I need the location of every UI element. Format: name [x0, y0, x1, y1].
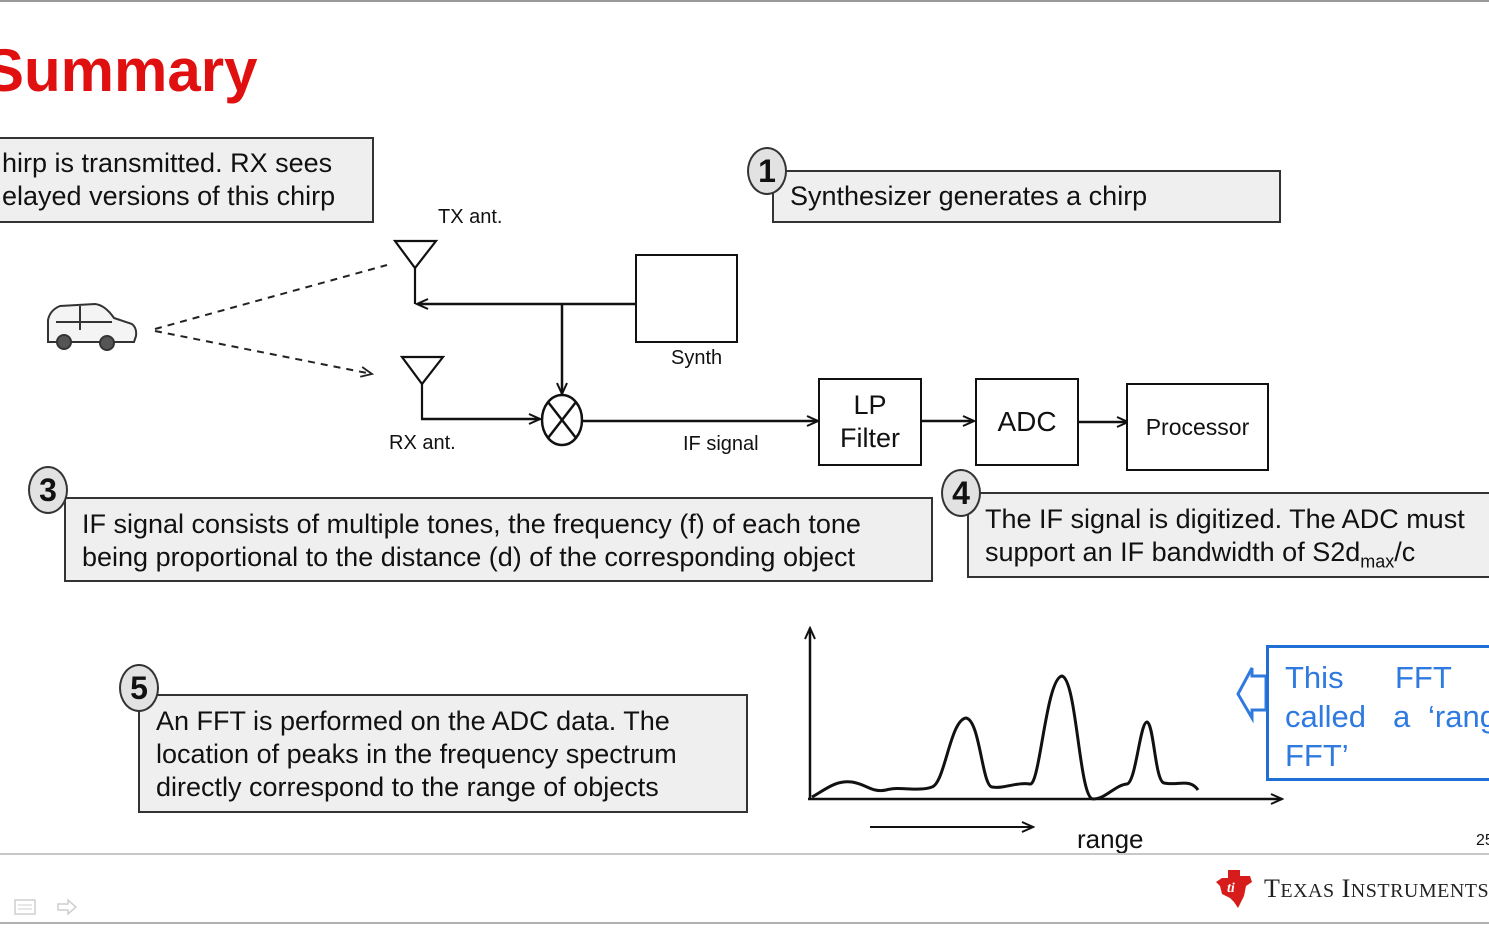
- rx-antenna-icon: [399, 355, 446, 419]
- ti-wordmark-i: I: [1341, 874, 1351, 903]
- ti-wordmark-t: T: [1264, 874, 1281, 903]
- ti-wordmark: TEXAS INSTRUMENTS: [1264, 874, 1489, 904]
- bottom-border: [0, 922, 1489, 924]
- step4-box: The IF signal is digitized. The ADC must…: [967, 492, 1489, 578]
- lp-filter-block: LP Filter: [818, 378, 922, 466]
- page-title: Summary: [0, 37, 258, 104]
- lp-filter-label-1: LP: [853, 390, 887, 420]
- processor-label: Processor: [1145, 413, 1250, 440]
- step4-subscript: max: [1360, 551, 1395, 572]
- step5-line-2: location of peaks in the frequency spect…: [156, 739, 677, 769]
- range-axis-label: range: [1077, 824, 1144, 854]
- rx-antenna-label: RX ant.: [389, 432, 456, 454]
- step4-line-2-main: support an IF bandwidth of S2d: [985, 537, 1361, 567]
- ti-wordmark-exas: EXAS: [1280, 880, 1335, 902]
- step4-badge: 4: [941, 469, 981, 517]
- step3-line-1: IF signal consists of multiple tones, th…: [82, 509, 861, 539]
- adc-label: ADC: [997, 406, 1057, 437]
- tx-note-line-2: elayed versions of this chirp: [2, 181, 336, 211]
- step1-box: Synthesizer generates a chirp: [772, 170, 1281, 223]
- if-signal-label: IF signal: [683, 433, 759, 455]
- ti-logo-icon: ti: [1216, 870, 1252, 908]
- footer-divider: [0, 853, 1489, 855]
- rx-path-dashed: [154, 330, 372, 374]
- page-number: 25: [1476, 832, 1489, 849]
- tx-note-box: hirp is transmitted. RX sees elayed vers…: [0, 137, 374, 223]
- lp-filter-label-2: Filter: [840, 423, 900, 453]
- adc-block: ADC: [975, 378, 1079, 466]
- spectrum-curve: [811, 674, 1200, 801]
- synth-label: Synth: [671, 347, 723, 369]
- callout-arrow-icon: [1236, 667, 1268, 724]
- step5-badge: 5: [119, 664, 159, 712]
- step4-line-2: support an IF bandwidth of S2dmax/c: [985, 536, 1489, 576]
- range-fft-plot: [808, 628, 1282, 827]
- tx-path-dashed: [154, 264, 388, 330]
- callout-word-fft2: FFT’: [1285, 738, 1349, 773]
- top-border: [0, 0, 1489, 2]
- step4-line-2-end: /c: [1394, 537, 1416, 567]
- tx-note-line-1: hirp is transmitted. RX sees: [2, 148, 333, 178]
- step5-line-1: An FFT is performed on the ADC data. The: [156, 706, 670, 736]
- step3-box: IF signal consists of multiple tones, th…: [64, 497, 933, 582]
- next-arrow-icon[interactable]: [56, 898, 78, 916]
- step5-line-3: directly correspond to the range of obje…: [156, 772, 659, 802]
- synthesizer-block: [635, 254, 738, 343]
- car-icon: [47, 302, 138, 351]
- callout-word-fft: FFT: [1395, 660, 1452, 695]
- callout-word-called: called: [1285, 699, 1366, 734]
- notes-icon[interactable]: [14, 898, 36, 916]
- svg-text:ti: ti: [1227, 881, 1235, 896]
- callout-word-a: a: [1393, 699, 1411, 734]
- ti-wordmark-nstruments: NSTRUMENTS: [1350, 880, 1489, 902]
- step4-line-1: The IF signal is digitized. The ADC must: [985, 504, 1465, 534]
- callout-word-range: ‘rang: [1428, 699, 1489, 734]
- callout-word-this: This: [1285, 660, 1344, 695]
- step5-box: An FFT is performed on the ADC data. The…: [138, 694, 748, 813]
- step3-badge: 3: [28, 466, 68, 514]
- step3-line-2: being proportional to the distance (d) o…: [82, 542, 855, 572]
- mixer-icon: [540, 393, 584, 447]
- range-fft-callout: This FFT called a ‘rang FFT’: [1266, 645, 1489, 781]
- processor-block: Processor: [1126, 383, 1269, 471]
- step1-text: Synthesizer generates a chirp: [790, 181, 1148, 211]
- step1-badge: 1: [747, 147, 787, 195]
- tx-antenna-icon: [392, 239, 439, 304]
- tx-antenna-label: TX ant.: [438, 206, 503, 228]
